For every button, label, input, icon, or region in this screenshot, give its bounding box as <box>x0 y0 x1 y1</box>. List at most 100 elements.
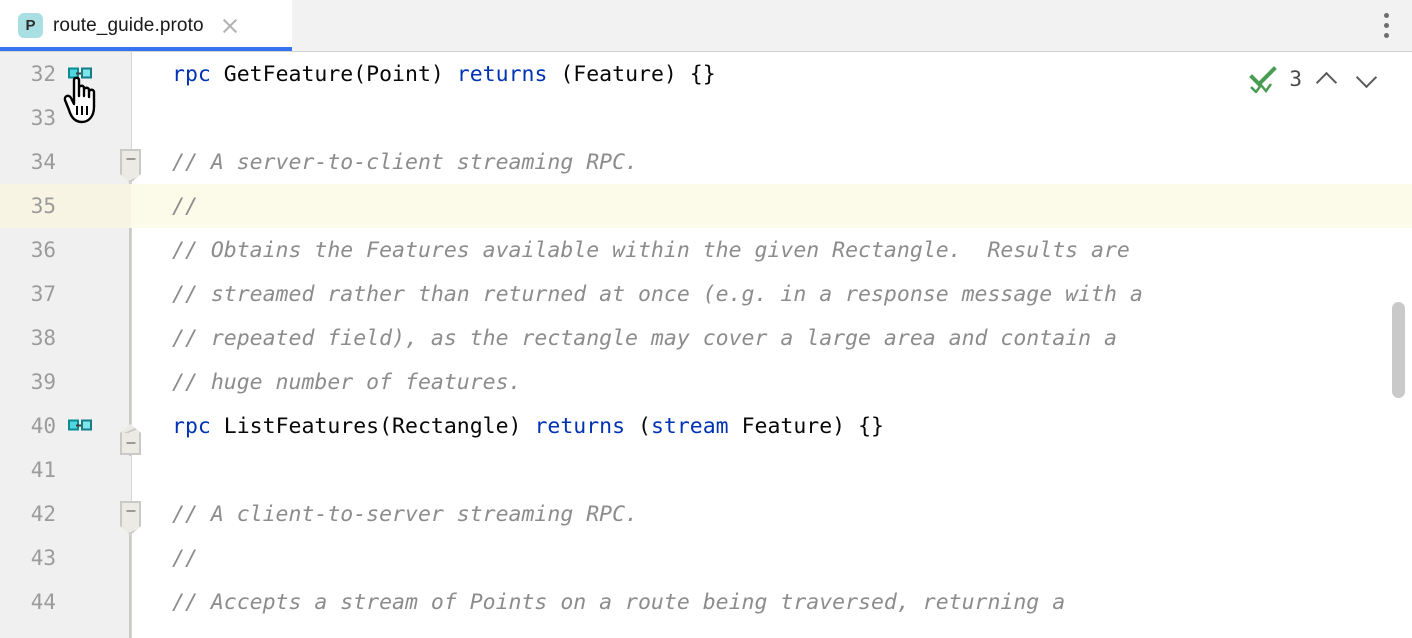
grpc-service-run-icon[interactable] <box>68 67 92 81</box>
tab-bar-spacer <box>292 0 1360 51</box>
grpc-connector <box>76 72 85 75</box>
code-token: ListFeatures(Rectangle) <box>210 413 535 439</box>
line-number: 36 <box>30 238 56 262</box>
line-number-cell[interactable]: 32 <box>0 52 131 96</box>
grpc-streaming-run-icon[interactable] <box>68 419 92 433</box>
comment-token: // <box>172 545 198 571</box>
fold-region-line-2 <box>129 522 131 638</box>
editor-tab-bar: P route_guide.proto <box>0 0 1412 52</box>
code-line-44[interactable]: 44 // Accepts a stream of Points on a rou… <box>0 580 1412 624</box>
code-text[interactable]: // repeated field), as the rectangle may… <box>131 316 1412 360</box>
fold-collapse-icon-line-42[interactable] <box>120 501 141 535</box>
code-text[interactable] <box>131 448 1412 492</box>
line-number-cell[interactable]: 40 <box>0 404 131 448</box>
grpc-square-right <box>81 67 92 79</box>
chevron-down-icon[interactable] <box>1352 64 1382 94</box>
line-number-cell[interactable]: 37 <box>0 272 131 316</box>
code-line-38[interactable]: 38 // repeated field), as the rectangle m… <box>0 316 1412 360</box>
code-text[interactable]: // huge number of features. <box>131 360 1412 404</box>
code-text[interactable]: // <box>131 184 1412 228</box>
line-number: 33 <box>30 106 56 130</box>
code-text[interactable]: // A client-to-server streaming RPC. <box>131 492 1412 536</box>
code-line-37[interactable]: 37 // streamed rather than returned at on… <box>0 272 1412 316</box>
code-text[interactable]: rpc ListFeatures(Rectangle) returns (str… <box>131 404 1412 448</box>
code-line-35[interactable]: 35 // <box>0 184 1412 228</box>
code-token: (Feature) {} <box>547 61 716 87</box>
line-number-cell[interactable]: 41 <box>0 448 131 492</box>
line-number-cell[interactable]: 35 <box>0 184 131 228</box>
line-number-cell[interactable]: 36 <box>0 228 131 272</box>
comment-token: // huge number of features. <box>172 369 522 395</box>
line-number-cell[interactable]: 43 <box>0 536 131 580</box>
grpc-square-right <box>81 419 92 431</box>
more-options-icon[interactable] <box>1360 0 1412 51</box>
keyword-token: rpc <box>172 61 211 87</box>
dot-3 <box>1383 33 1389 38</box>
line-number: 37 <box>30 282 56 306</box>
keyword-token: returns <box>534 413 626 439</box>
code-text[interactable]: // Obtains the Features available within… <box>131 228 1412 272</box>
comment-token: // Obtains the Features available within… <box>172 237 1130 263</box>
keyword-token: rpc <box>172 413 211 439</box>
inspection-ok-icon <box>1249 65 1279 94</box>
line-number: 38 <box>30 326 56 350</box>
code-text[interactable]: rpc GetFeature(Point) returns (Feature) … <box>131 52 1412 96</box>
line-number: 41 <box>30 458 56 482</box>
code-line-36[interactable]: 36 // Obtains the Features available with… <box>0 228 1412 272</box>
code-line-39[interactable]: 39 // huge number of features. <box>0 360 1412 404</box>
code-line-43[interactable]: 43 // <box>0 536 1412 580</box>
comment-token: // A server-to-client streaming RPC. <box>172 149 638 175</box>
inspection-problem-count: 3 <box>1289 67 1302 91</box>
code-line-33[interactable]: 33 <box>0 96 1412 140</box>
code-line-41[interactable]: 41 <box>0 448 1412 492</box>
comment-token: // repeated field), as the rectangle may… <box>172 325 1117 351</box>
close-icon[interactable] <box>220 16 240 36</box>
code-text[interactable]: // Accepts a stream of Points on a route… <box>131 580 1412 624</box>
code-text[interactable] <box>131 96 1412 140</box>
line-number: 42 <box>30 502 56 526</box>
code-line-42[interactable]: 42 // A client-to-server streaming RPC. <box>0 492 1412 536</box>
code-text[interactable]: // streamed rather than returned at once… <box>131 272 1412 316</box>
keyword-token: stream <box>650 413 729 439</box>
line-number-cell[interactable]: 33 <box>0 96 131 140</box>
code-token: GetFeature(Point) <box>210 61 457 87</box>
fold-collapse-icon-line-34[interactable] <box>120 149 141 183</box>
chevron-up-icon[interactable] <box>1312 64 1342 94</box>
code-token: Feature) {} <box>728 413 884 439</box>
comment-token: // streamed rather than returned at once… <box>172 281 1143 307</box>
line-number-cell[interactable]: 39 <box>0 360 131 404</box>
tab-title: route_guide.proto <box>53 14 204 36</box>
gutter-separator <box>131 52 132 638</box>
line-number: 35 <box>30 194 56 218</box>
comment-token: // A client-to-server streaming RPC. <box>172 501 638 527</box>
fold-region-line <box>129 170 131 456</box>
editor-scrollbar[interactable] <box>1385 52 1412 638</box>
line-number-cell[interactable]: 42 <box>0 492 131 536</box>
line-number: 43 <box>30 546 56 570</box>
code-text[interactable]: // <box>131 536 1412 580</box>
keyword-token: returns <box>456 61 548 87</box>
grpc-connector <box>76 424 85 427</box>
code-token: ( <box>625 413 651 439</box>
dot-2 <box>1383 23 1389 28</box>
line-number: 39 <box>30 370 56 394</box>
tab-route-guide-proto[interactable]: P route_guide.proto <box>0 0 292 51</box>
proto-file-icon: P <box>18 13 43 38</box>
line-number-cell[interactable]: 38 <box>0 316 131 360</box>
code-text[interactable]: // A server-to-client streaming RPC. <box>131 140 1412 184</box>
code-line-34[interactable]: 34 // A server-to-client streaming RPC. <box>0 140 1412 184</box>
inspection-widget[interactable]: 3 <box>1249 64 1382 94</box>
comment-token: // Accepts a stream of Points on a route… <box>172 589 1066 615</box>
dot-1 <box>1383 13 1389 18</box>
scrollbar-thumb[interactable] <box>1392 302 1405 398</box>
line-number: 44 <box>30 590 56 614</box>
line-number-cell[interactable]: 34 <box>0 140 131 184</box>
line-number-cell[interactable]: 44 <box>0 580 131 624</box>
code-line-32[interactable]: 32 rpc GetFeature(Point) returns (Feature… <box>0 52 1412 96</box>
editor-gutter[interactable] <box>0 52 131 638</box>
line-number: 32 <box>30 62 56 86</box>
line-number: 34 <box>30 150 56 174</box>
